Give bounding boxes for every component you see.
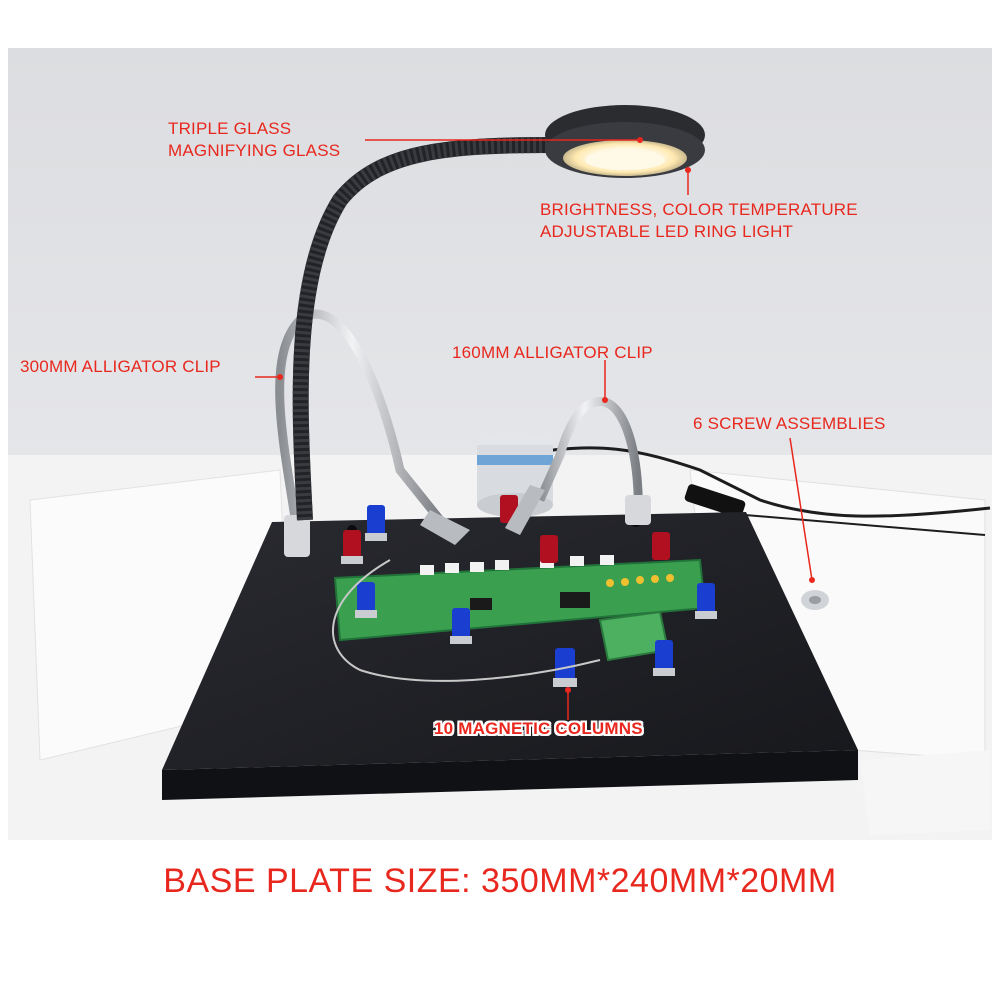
label-magnifying-glass: TRIPLE GLASS MAGNIFYING GLASS — [168, 118, 340, 162]
power-cable — [519, 446, 991, 518]
base-plate — [162, 512, 858, 800]
test-wire — [331, 559, 601, 682]
label-led-ring-light: BRIGHTNESS, COLOR TEMPERATURE ADJUSTABLE… — [540, 199, 858, 243]
gooseneck-lamp — [292, 105, 705, 521]
label-led-line2: ADJUSTABLE LED RING LIGHT — [540, 222, 794, 241]
label-screw-assemblies: 6 SCREW ASSEMBLIES — [693, 414, 886, 433]
loose-screw — [801, 590, 829, 610]
base-plate-caption: BASE PLATE SIZE: 350MM*240MM*20MM — [163, 862, 837, 900]
label-160mm-clip: 160MM ALLIGATOR CLIP — [452, 343, 653, 362]
column-blue — [343, 495, 715, 680]
label-magnetic-columns: 10 MAGNETIC COLUMNS — [434, 719, 643, 738]
label-magnifier-line1: TRIPLE GLASS — [168, 119, 292, 138]
magnetic-columns — [341, 495, 717, 687]
label-magnifier-line2: MAGNIFYING GLASS — [168, 141, 341, 160]
label-led-line1: BRIGHTNESS, COLOR TEMPERATURE — [540, 200, 858, 219]
callout-lines — [255, 139, 813, 720]
dimmer-switch — [684, 484, 746, 518]
label-300mm-clip: 300MM ALLIGATOR CLIP — [20, 357, 221, 376]
